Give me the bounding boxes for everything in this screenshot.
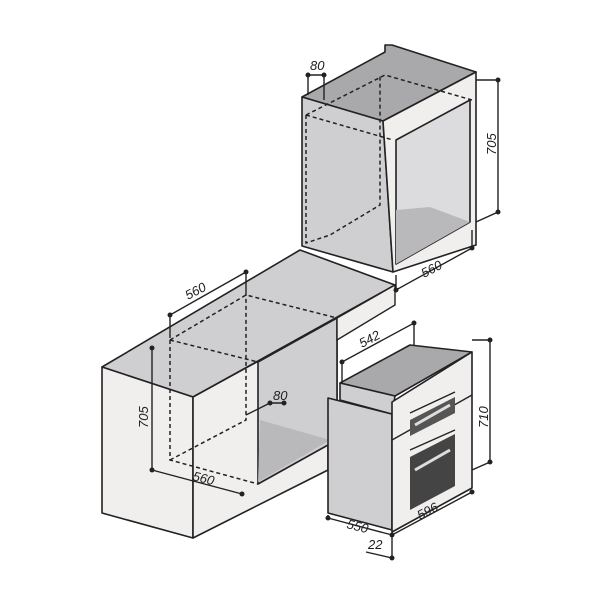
dim-oven-body-depth: 550 <box>345 516 370 536</box>
window-reflection <box>414 448 451 472</box>
base-cabinet-left-face <box>101 366 194 539</box>
dim-base-depth-top: 560 <box>182 279 209 303</box>
hidden-edge <box>305 75 381 245</box>
base-cabinet-niche-floor <box>258 420 330 482</box>
dim-base-depth-bottom: 560 <box>191 468 216 488</box>
dim-tall-height: 705 <box>484 133 499 155</box>
dim-oven-front-thickness: 22 <box>367 537 383 552</box>
oven <box>327 344 473 533</box>
dim-tall-top-gap: 80 <box>310 58 325 73</box>
oven-handle-top <box>409 391 456 414</box>
dim-base-gap: 80 <box>273 388 288 403</box>
dim-oven-height: 710 <box>476 406 491 428</box>
oven-handle-bottom <box>409 429 456 451</box>
dim-base-height: 705 <box>136 406 151 428</box>
hidden-edge <box>305 114 394 141</box>
hidden-edge <box>169 339 259 363</box>
counter-strip <box>336 283 396 342</box>
tall-cabinet <box>301 44 477 273</box>
hidden-edge <box>169 295 247 461</box>
dimension-lines <box>149 72 501 561</box>
hidden-edge <box>169 294 338 341</box>
window-reflection <box>414 403 451 427</box>
hidden-edge <box>305 74 473 116</box>
tall-cabinet-niche-floor <box>396 207 470 264</box>
dim-oven-top-depth: 542 <box>356 327 383 351</box>
oven-side-face <box>327 397 393 531</box>
base-cabinet <box>101 249 396 539</box>
